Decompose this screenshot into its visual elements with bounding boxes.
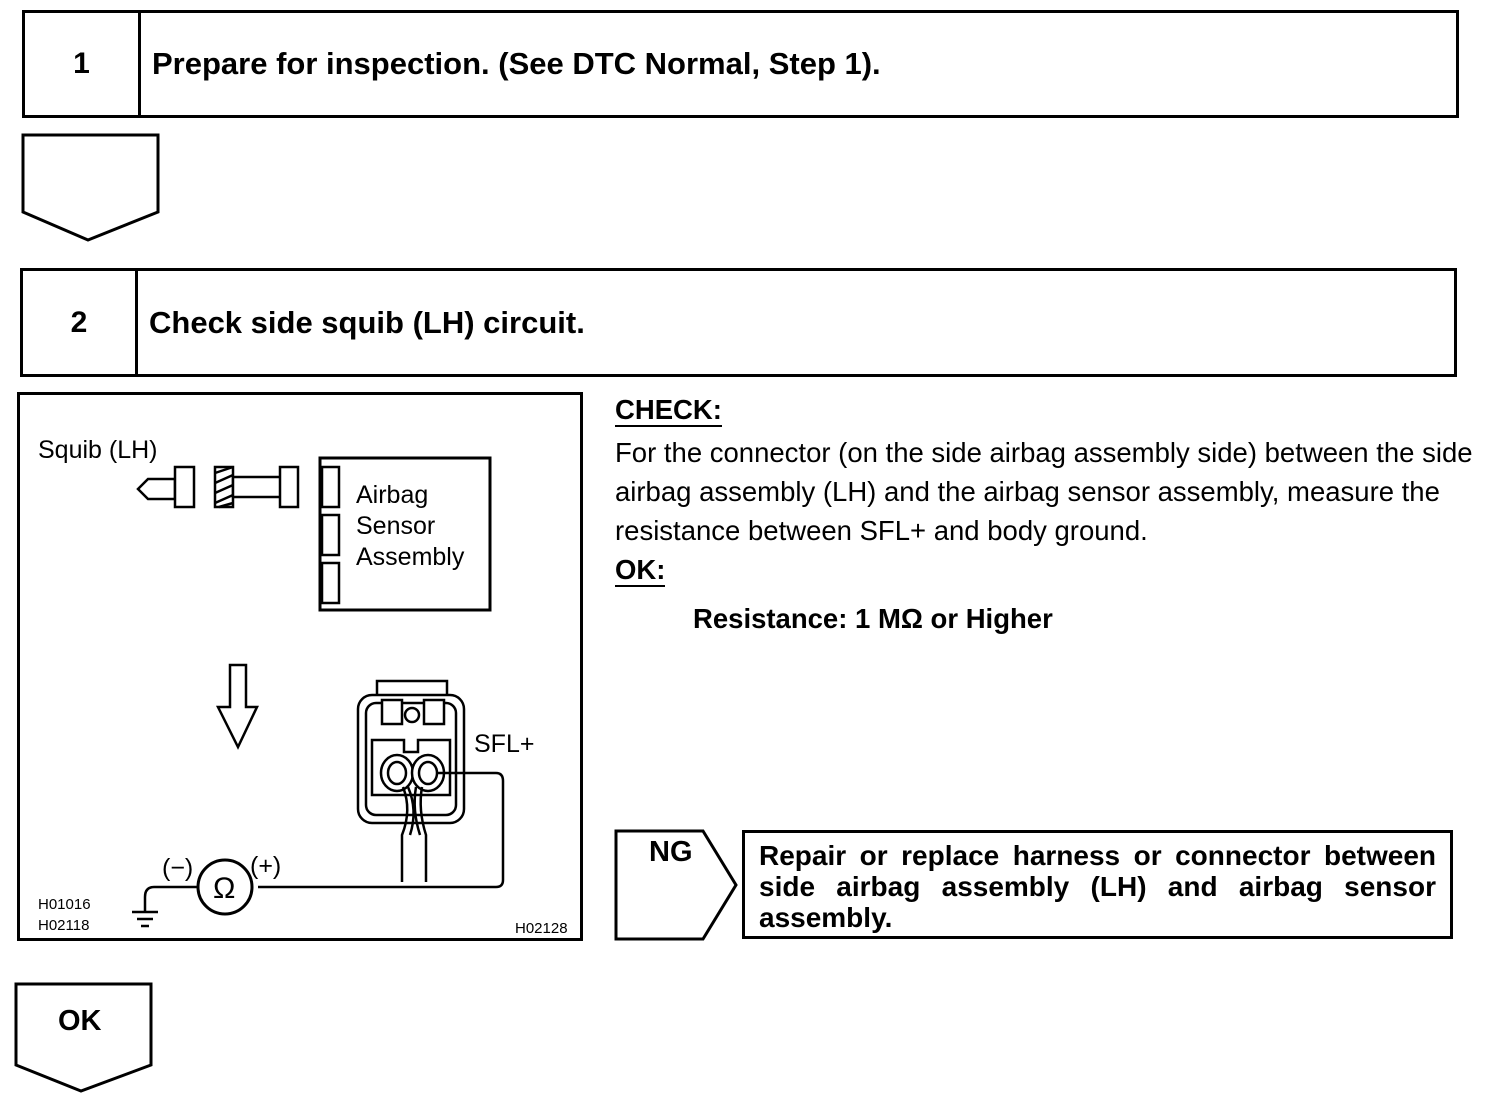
resistance-spec: Resistance: 1 MΩ or Higher	[693, 603, 1053, 634]
step-1-title: Prepare for inspection. (See DTC Normal,…	[152, 46, 881, 81]
wiring-diagram	[132, 456, 505, 928]
ng-label: NG	[649, 836, 693, 868]
step-2-title: Check side squib (LH) circuit.	[149, 304, 585, 340]
check-section: CHECK: For the connector (on the side ai…	[615, 390, 1475, 638]
connector-face-icon	[356, 679, 466, 825]
check-heading: CHECK:	[615, 394, 722, 427]
ohm-symbol: Ω	[213, 872, 236, 905]
test-lead-wire	[258, 771, 505, 889]
squib-label: Squib (LH)	[38, 436, 158, 464]
squib-connector-icon	[136, 465, 300, 509]
figure-code-1: H01016	[38, 896, 91, 913]
ok-label: OK	[58, 1005, 102, 1037]
down-arrow-flag-icon	[21, 133, 160, 242]
check-body: For the connector (on the side airbag as…	[615, 437, 1473, 546]
step-2-number: 2	[23, 271, 138, 374]
ng-right-arrow-flag-icon	[614, 829, 738, 941]
sensor-assembly-box	[318, 456, 492, 612]
ground-symbol-icon	[132, 910, 158, 928]
step-2-box: 2 Check side squib (LH) circuit.	[20, 268, 1457, 377]
ng-action-box: Repair or replace harness or connector b…	[742, 830, 1453, 939]
terminal-label: SFL+	[474, 730, 535, 758]
figure-code-2: H02118	[38, 917, 90, 934]
ok-down-arrow-flag-icon	[14, 982, 153, 1093]
step-1-box: 1 Prepare for inspection. (See DTC Norma…	[22, 10, 1459, 118]
negative-label: (−)	[162, 854, 194, 882]
step-1-number: 1	[25, 13, 141, 115]
sensor-label-line-1: Airbag	[356, 481, 429, 509]
positive-label: (+)	[250, 852, 282, 880]
sensor-label-line-2: Sensor	[356, 512, 436, 540]
hollow-down-arrow-icon	[215, 663, 259, 750]
figure-code-3: H02128	[515, 920, 568, 937]
wiring-figure: Squib (LH) Airbag Sensor Assembly SFL+ (…	[17, 392, 583, 941]
ok-heading: OK:	[615, 554, 666, 587]
sensor-label-line-3: Assembly	[356, 543, 465, 571]
